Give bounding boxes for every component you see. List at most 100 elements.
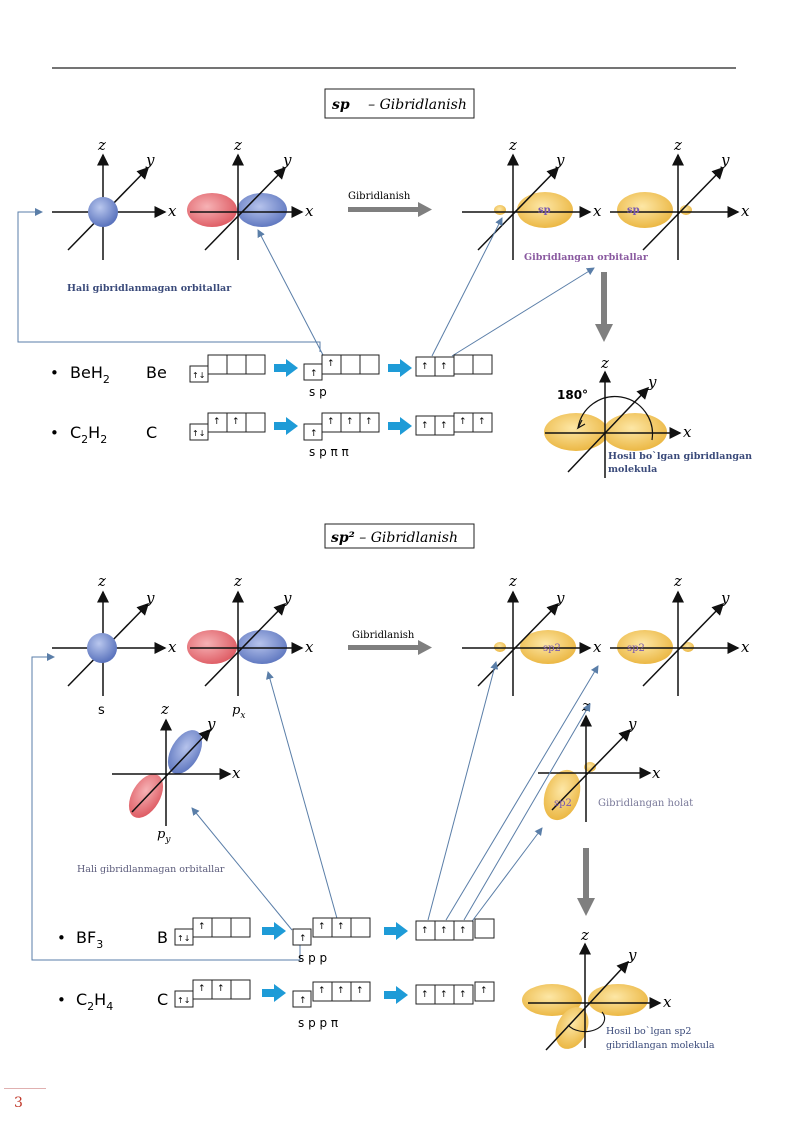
svg-text:z: z (580, 926, 589, 944)
svg-text:↑: ↑ (440, 990, 448, 1000)
svg-text:↑: ↑ (459, 990, 467, 1000)
axes-py-orbital: x z y (112, 700, 241, 826)
svg-text:z: z (600, 354, 609, 372)
svg-text:z: z (673, 136, 682, 154)
svg-text:y: y (206, 715, 216, 733)
connector-line-5 (31, 653, 301, 961)
svg-text:z: z (97, 572, 106, 590)
svg-text:z: z (160, 700, 169, 718)
big-process-arrow-1 (348, 202, 432, 217)
svg-text:•: • (50, 424, 59, 442)
hybrid-caption-1: Gibridlangan orbitallar (524, 252, 649, 263)
svg-text:y: y (145, 589, 155, 607)
svg-text:s p π π: s p π π (309, 445, 349, 459)
axes-sp2-hybrid-a: sp2 x z y (462, 572, 602, 696)
svg-text:x: x (663, 993, 672, 1011)
molecule-caption-1b: molekula (608, 464, 657, 475)
svg-text:x: x (593, 638, 602, 656)
connector-line-9 (445, 665, 599, 921)
svg-text:↑: ↑ (217, 984, 225, 994)
svg-text:y: y (720, 589, 730, 607)
svg-text:↑: ↑ (310, 369, 318, 379)
svg-text:s p p π: s p p π (298, 1016, 338, 1030)
svg-text:x: x (305, 202, 314, 220)
svg-text:↑: ↑ (346, 417, 354, 427)
svg-text:↑: ↑ (310, 429, 318, 439)
sp2-molecule: x z y (522, 926, 672, 1051)
axes-s-orbital-2: x z y (52, 572, 177, 696)
axes-px-orbital: x z y (187, 572, 314, 696)
section2-title: sp² – Gibridlanish (331, 530, 458, 546)
svg-text:z: z (97, 136, 106, 154)
svg-text:↑: ↑ (478, 417, 486, 427)
svg-text:•: • (57, 991, 66, 1009)
svg-text:BF3: BF3 (76, 928, 103, 951)
svg-text:•: • (50, 364, 59, 382)
svg-text:↑: ↑ (337, 922, 345, 932)
connector-line-8 (427, 661, 499, 921)
sp-hybrid-lobe (617, 192, 673, 228)
row-c2h2: • C2H2 C ↑↓ ↑ ↑ ↑ ↑ ↑ ↑ s p π π ↑ ↑ ↑ ↑ (50, 412, 493, 459)
page-number: 3 (14, 1095, 23, 1111)
svg-text:x: x (683, 423, 692, 441)
svg-text:y: y (555, 151, 565, 169)
connector-line-10 (463, 703, 591, 921)
svg-text:↑↓: ↑↓ (177, 934, 190, 943)
svg-text:y: y (627, 946, 637, 964)
svg-text:↑: ↑ (421, 990, 429, 1000)
svg-text:BeH2: BeH2 (70, 363, 110, 386)
row-beh2: • BeH2 Be ↑↓ ↑ ↑ s p ↑ ↑ (50, 354, 493, 399)
svg-text:x: x (741, 202, 750, 220)
axes-p-orbital-1: x z y (187, 136, 314, 260)
axes-sp2-hybrid-b: sp2 x z y (610, 572, 750, 696)
svg-text:↑: ↑ (318, 922, 326, 932)
section1-title: sp – Gibridlanish (332, 97, 467, 113)
px-label: px (232, 703, 245, 721)
svg-text:↑: ↑ (421, 926, 429, 936)
unhybridized-caption-2: Hali gibridlanmagan orbitallar (77, 864, 225, 875)
svg-text:↑: ↑ (337, 986, 345, 996)
connector-line-6 (191, 807, 293, 931)
sp-molecule: 180° x z y (544, 354, 692, 478)
svg-text:y: y (282, 589, 292, 607)
svg-text:sp2: sp2 (627, 643, 645, 654)
row-c2h4: • C2H4 C ↑↓ ↑ ↑ ↑ ↑ ↑ ↑ s p p π ↑ ↑ ↑ ↑ (57, 979, 495, 1030)
unhybridized-caption-1: Hali gibridlanmagan orbitallar (67, 283, 232, 294)
svg-text:↑: ↑ (213, 417, 221, 427)
svg-text:↑: ↑ (232, 417, 240, 427)
svg-text:↑: ↑ (480, 986, 488, 996)
svg-text:y: y (627, 715, 637, 733)
svg-text:s p: s p (309, 385, 327, 399)
connector-line-2 (257, 229, 324, 356)
big-down-arrow-2 (577, 848, 595, 916)
svg-text:Be: Be (146, 363, 167, 382)
connector-line-3 (431, 217, 503, 357)
molecule-caption-2b: gibridlangan molekula (606, 1040, 715, 1051)
sp-hybrid-lobe (517, 192, 573, 228)
svg-text:•: • (57, 929, 66, 947)
svg-text:sp: sp (538, 205, 551, 216)
connector-line-11 (469, 827, 543, 925)
svg-text:↑: ↑ (440, 362, 448, 372)
svg-text:x: x (168, 202, 177, 220)
svg-text:z: z (233, 136, 242, 154)
svg-text:C: C (146, 423, 157, 442)
svg-text:y: y (145, 151, 155, 169)
molecule-caption-1a: Hosil bo`lgan gibridlangan (608, 451, 752, 462)
p-lobe-red (187, 193, 237, 227)
svg-text:↑: ↑ (198, 984, 206, 994)
svg-text:B: B (157, 928, 168, 947)
svg-text:z: z (508, 572, 517, 590)
svg-text:y: y (282, 151, 292, 169)
svg-text:↑: ↑ (365, 417, 373, 427)
svg-text:C2H2: C2H2 (70, 423, 107, 446)
svg-text:sp2: sp2 (554, 798, 572, 809)
svg-text:↑: ↑ (356, 986, 364, 996)
svg-text:sp2: sp2 (543, 643, 561, 654)
svg-text:x: x (232, 764, 241, 782)
svg-text:↑: ↑ (421, 362, 429, 372)
svg-text:x: x (168, 638, 177, 656)
svg-text:sp: sp (627, 205, 640, 216)
svg-text:↑: ↑ (299, 996, 307, 1006)
